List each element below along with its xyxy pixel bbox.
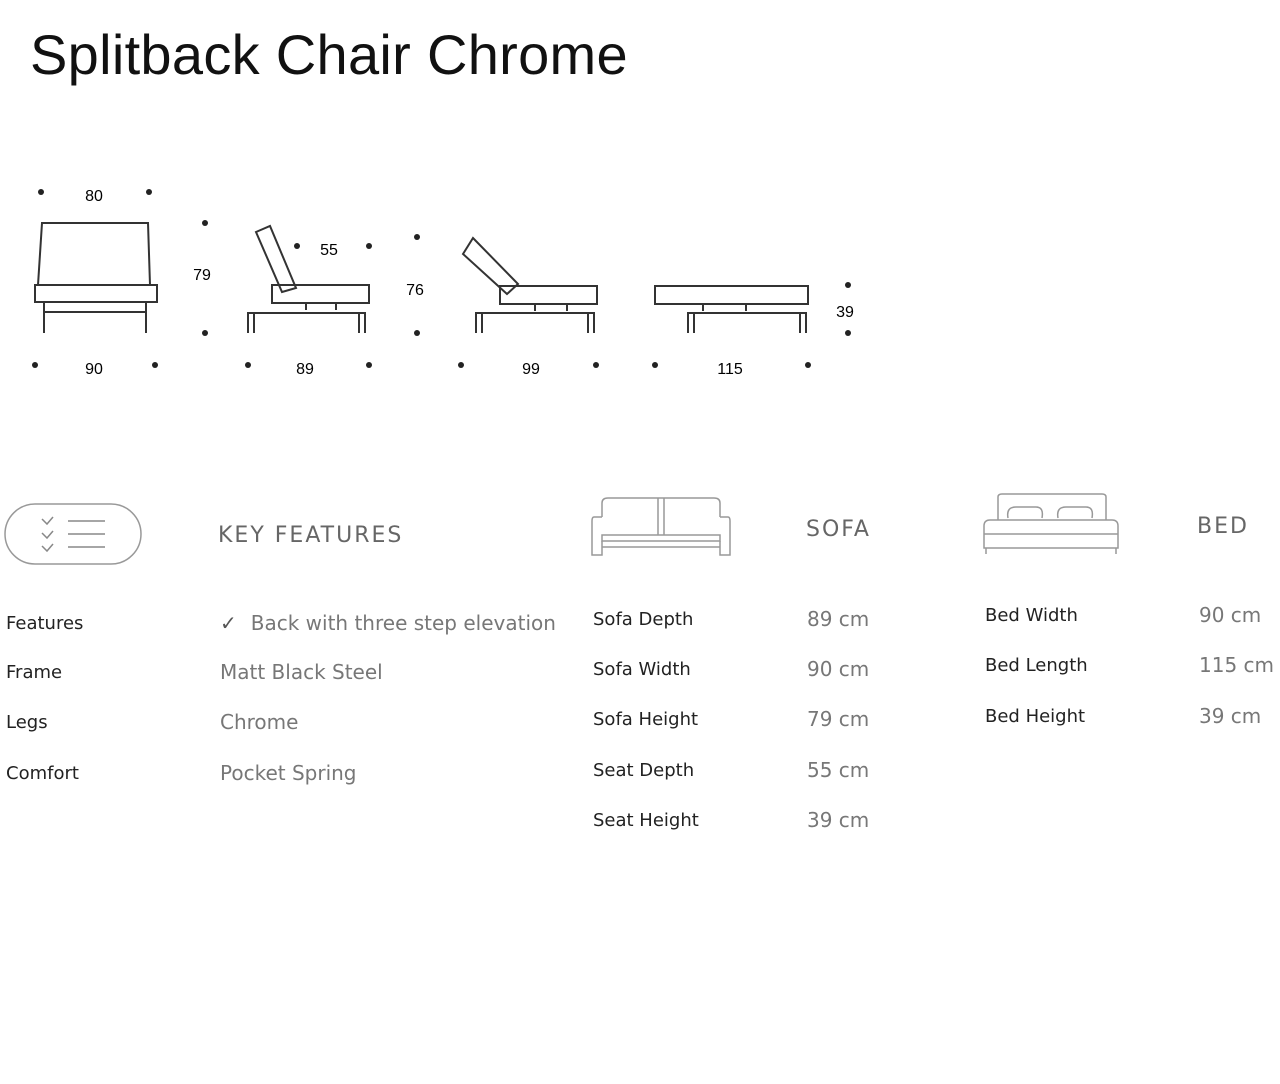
features-value: ✓Back with three step elevation (220, 611, 556, 635)
features-label: Features (6, 613, 84, 634)
bed-heading: BED (1197, 514, 1249, 539)
legs-value: Chrome (220, 710, 299, 734)
bed-length-label: 115 (717, 361, 743, 378)
upright-height-label: 79 (193, 267, 211, 284)
bed-length-value: 115 cm (1199, 653, 1275, 677)
chair-upright-drawing (34, 222, 158, 333)
bed-height-label: 39 (836, 304, 854, 321)
reclined-seat-depth-label: 55 (320, 242, 338, 259)
page-title: Splitback Chair Chrome (30, 23, 628, 86)
bed-height-value: 39 cm (1199, 704, 1262, 728)
frame-label: Frame (6, 662, 63, 683)
bed-width-label: Bed Width (985, 605, 1078, 626)
sofa-depth-label: Sofa Depth (593, 609, 694, 630)
chair-lounge-drawing (461, 236, 598, 333)
chair-reclined-drawing (247, 224, 370, 333)
sofa-heading: SOFA (806, 517, 871, 542)
chair-bed-drawing (654, 285, 809, 333)
bed-width-value: 90 cm (1199, 603, 1262, 627)
legs-label: Legs (6, 712, 48, 733)
checklist-icon (4, 503, 142, 565)
frame-value: Matt Black Steel (220, 660, 383, 684)
dimension-diagrams: 80 79 90 55 76 89 99 39 115 (32, 188, 854, 378)
lounge-depth-label: 99 (522, 361, 540, 378)
seat-depth-label: Seat Depth (593, 760, 695, 781)
upright-depth-label: 90 (85, 361, 103, 378)
comfort-value: Pocket Spring (220, 761, 357, 785)
reclined-depth-label: 89 (296, 361, 314, 378)
check-icon: ✓ (220, 611, 237, 635)
sofa-height-value: 79 cm (807, 707, 870, 731)
comfort-label: Comfort (6, 763, 79, 784)
sofa-width-label: Sofa Width (593, 659, 691, 680)
key-features-heading: KEY FEATURES (218, 523, 404, 548)
bed-height-row-label: Bed Height (985, 706, 1086, 727)
seat-height-value: 39 cm (807, 808, 870, 832)
sofa-icon (591, 497, 731, 556)
sofa-depth-value: 89 cm (807, 607, 870, 631)
bed-icon (983, 493, 1119, 554)
seat-height-label: Seat Height (593, 810, 699, 831)
bed-length-label: Bed Length (985, 655, 1088, 676)
sofa-height-label: Sofa Height (593, 709, 699, 730)
upright-width-label: 80 (85, 188, 103, 205)
sofa-width-value: 90 cm (807, 657, 870, 681)
reclined-height-label: 76 (406, 282, 424, 299)
seat-depth-value: 55 cm (807, 758, 870, 782)
